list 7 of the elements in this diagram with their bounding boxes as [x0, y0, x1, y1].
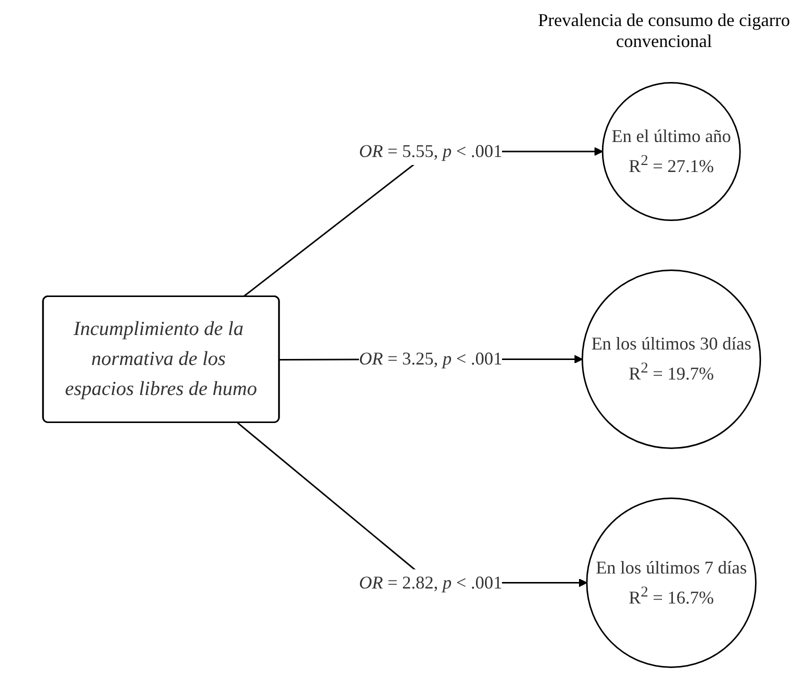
node-circle: En el último año R$^{2}$ = 27.1%: [602, 82, 742, 221]
edge-label: OR = 5.55, p < .001: [359, 140, 503, 161]
heading-label: Prevalencia de consumo de cigarro convencional: [537, 10, 791, 52]
edge-label: OR = 3.25, p < .001: [359, 348, 503, 369]
edge-label: OR = 2.82, p < .001: [359, 572, 503, 592]
node-circle: En los últimos 30 días R$^{2}$ = 19.7%: [582, 269, 762, 449]
node-circle: En los últimos 7 días R$^{2}$ = 16.7%: [586, 498, 757, 668]
